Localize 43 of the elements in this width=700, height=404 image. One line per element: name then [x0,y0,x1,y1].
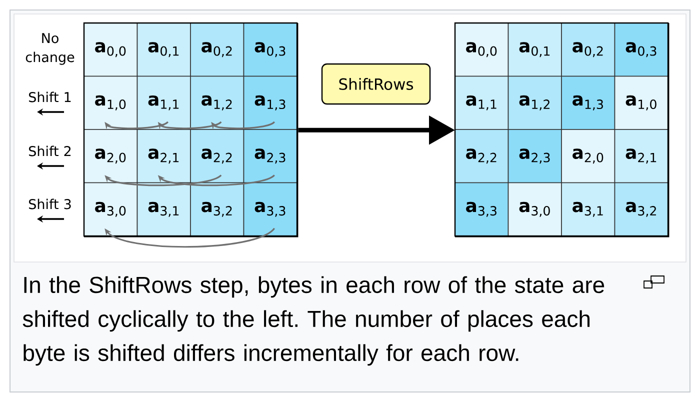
grid-cell: a$_{3,1}$ [561,182,616,236]
grid-cell: a$_{1,3}$ [243,76,298,130]
grid-cell: a$_{1,1}$ [454,76,509,130]
grid-cell: a$_{0,1}$ [136,22,191,77]
arrow [104,228,275,248]
row-label: No change [26,33,74,65]
grid-cell: a$_{2,3}$ [243,129,298,184]
grid-cell: a$_{3,3}$ [454,182,509,236]
grid-cell: a$_{1,2}$ [508,76,562,130]
grid-cell: a$_{2,2}$ [454,129,509,184]
grid-cell: a$_{0,2}$ [190,22,244,77]
grid-cell: a$_{1,0}$ [614,76,668,130]
grid-cell: a$_{1,1}$ [136,76,191,130]
grid-cell: a$_{0,0}$ [84,22,138,77]
grid-cell: a$_{2,2}$ [190,129,244,184]
grid-cell: a$_{0,3}$ [243,22,298,77]
row-label: Shift 2 [29,146,71,156]
grid-cell: a$_{1,2}$ [190,76,244,130]
arrow [211,121,275,130]
grid-cell: a$_{0,1}$ [508,22,562,77]
grid-cell: a$_{3,3}$ [243,182,298,236]
grid-cell: a$_{2,0}$ [561,129,616,184]
caption: In the ShiftRows step, bytes in each row of the state are shifted cyclically to the left. The number of places each byte is shifted differs incrementally for each row. [22,276,604,366]
state-grid [455,23,670,238]
grid-cell: a$_{0,0}$ [454,22,509,77]
grid-cell: a$_{3,2}$ [190,182,244,236]
grid-cell: a$_{0,3}$ [614,22,668,77]
grid-cell: a$_{1,0}$ [84,76,138,130]
grid-cell: a$_{2,3}$ [508,129,562,184]
grid-cell: a$_{2,1}$ [136,129,191,184]
grid-cell: a$_{3,2}$ [614,182,668,236]
grid-cell: a$_{2,1}$ [614,129,668,184]
grid-cell: a$_{3,1}$ [136,182,191,236]
grid-cell: a$_{0,2}$ [561,22,616,77]
grid-cell: a$_{2,0}$ [84,129,138,184]
grid-cell: a$_{1,3}$ [561,76,616,130]
step-box: ShiftRows [321,63,431,105]
row-label: Shift 1 [29,92,71,102]
grid-cell: a$_{3,0}$ [84,182,138,236]
arrow [104,121,168,130]
grid-cell: a$_{3,0}$ [508,182,562,236]
state-grid [84,23,298,238]
row-label: Shift 3 [29,198,71,210]
